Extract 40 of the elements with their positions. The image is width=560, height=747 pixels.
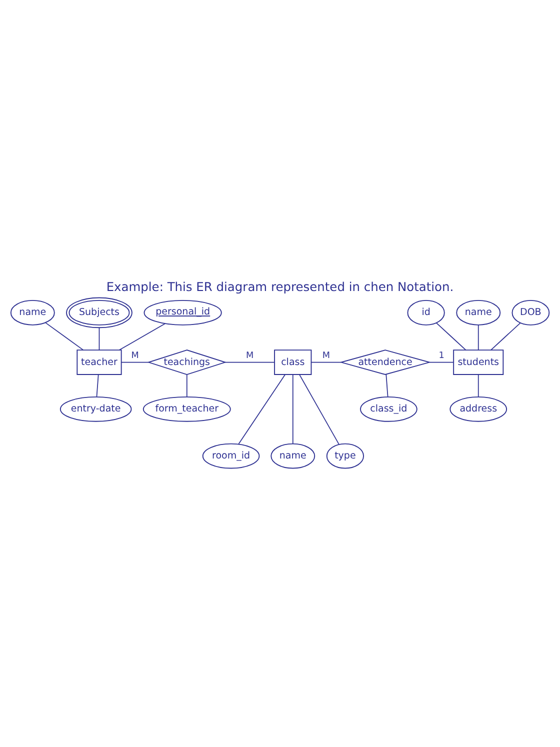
- node-ellipse: id: [407, 300, 445, 326]
- connector: [310, 362, 342, 363]
- connector: [186, 374, 188, 398]
- connector: [429, 362, 454, 363]
- connector: [478, 324, 479, 350]
- node-ellipse: DOB: [512, 300, 550, 326]
- connector: [45, 322, 84, 350]
- node-ellipse: room_id: [202, 443, 260, 469]
- node-ellipse: address: [450, 396, 508, 422]
- edge-label: M: [322, 350, 330, 361]
- node-box: students: [453, 350, 504, 375]
- node-ellipse: name: [270, 443, 316, 469]
- diagram-title: Example: This ER diagram represented in chen Notation.: [106, 280, 454, 294]
- connector: [120, 362, 150, 363]
- connector: [96, 374, 99, 398]
- connector: [238, 374, 286, 444]
- node-ellipse: name: [456, 300, 501, 326]
- connector: [98, 327, 100, 350]
- connector: [478, 374, 479, 398]
- node-ellipse: entry-date: [60, 396, 132, 422]
- connector: [490, 322, 521, 350]
- node-ellipse: type: [326, 443, 364, 469]
- connector: [436, 322, 466, 350]
- connector: [292, 374, 294, 444]
- node-diamond: attendence: [339, 350, 432, 376]
- node-ellipse: form_teacher: [142, 396, 231, 422]
- connector: [299, 374, 340, 445]
- connector: [386, 374, 388, 398]
- connector: [118, 323, 166, 350]
- node-ellipse: class_id: [360, 396, 418, 422]
- node-ellipse: name: [10, 300, 55, 326]
- edge-label: M: [246, 350, 254, 361]
- node-box: class: [274, 350, 312, 375]
- connector: [224, 362, 275, 363]
- node-box: teacher: [76, 350, 122, 375]
- node-ellipse: personal_id: [144, 300, 222, 326]
- node-diamond: teachings: [147, 350, 227, 376]
- edge-label: M: [131, 350, 139, 361]
- edge-label: 1: [438, 350, 444, 361]
- node-ellipse: Subjects: [66, 297, 132, 328]
